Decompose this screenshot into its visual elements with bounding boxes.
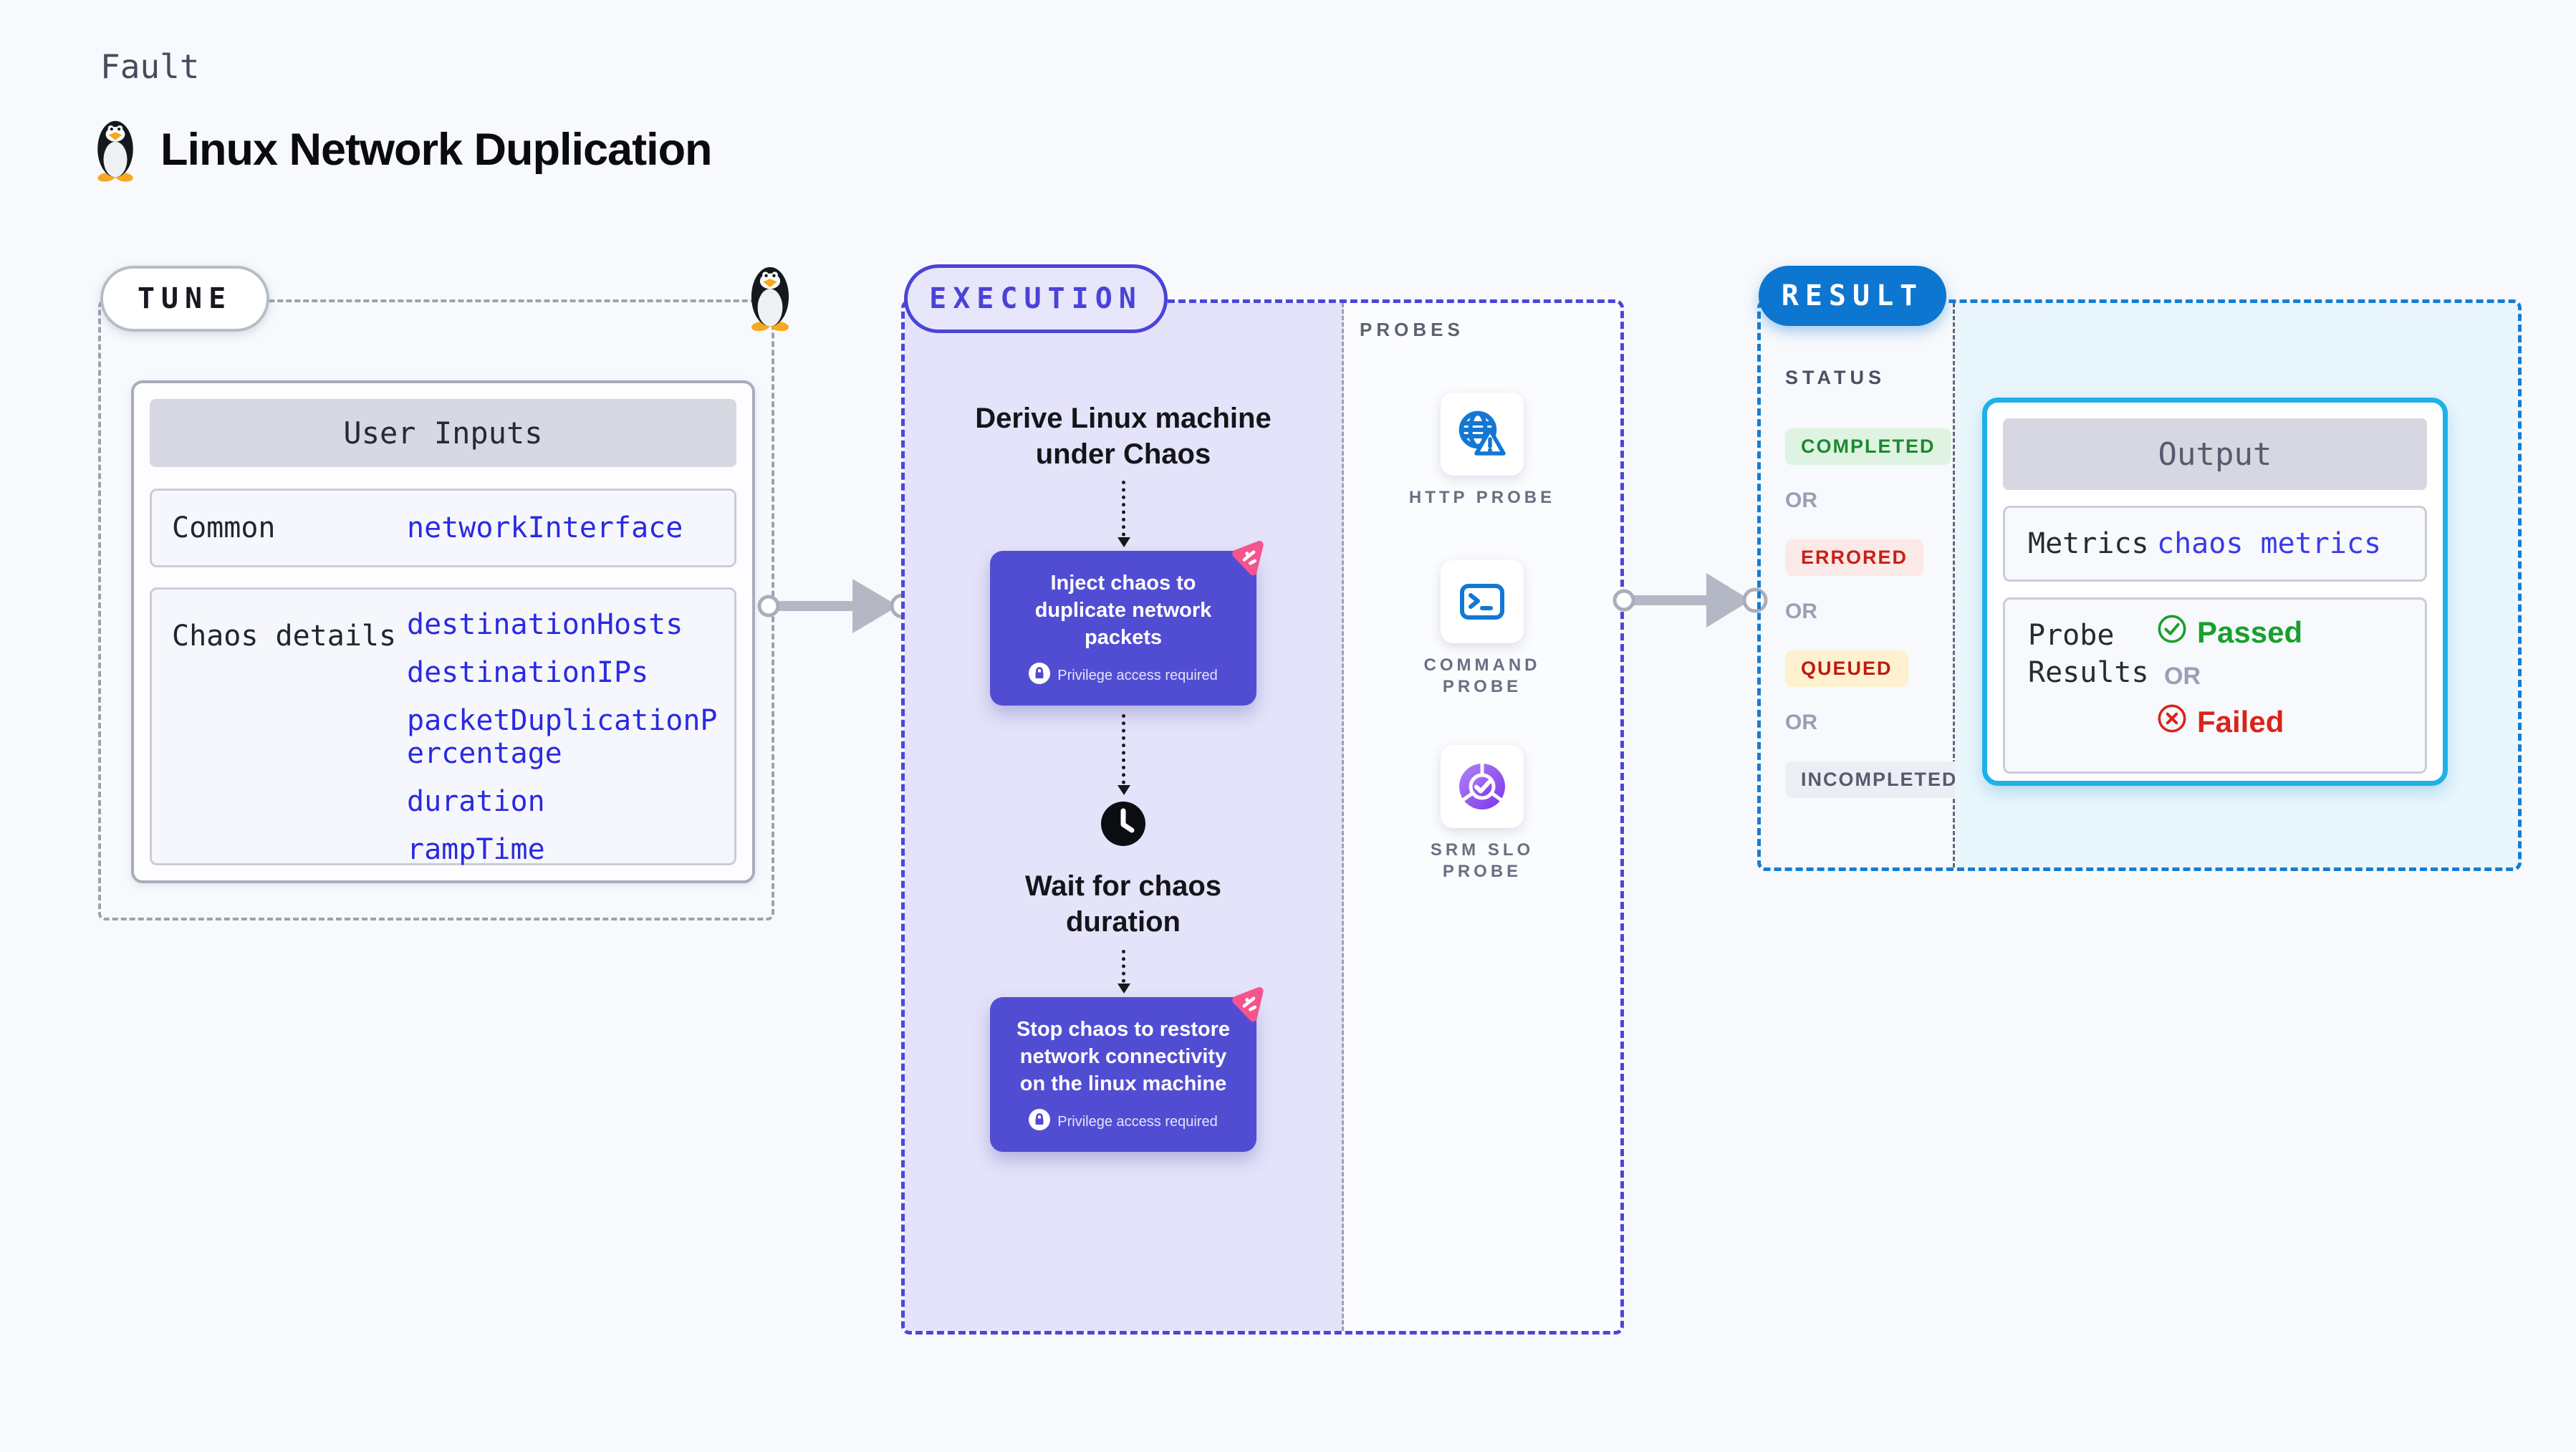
output-row-label: Probe Results xyxy=(2028,619,2149,689)
input-row-label: Common xyxy=(172,511,276,544)
probe-failed-line: Failed xyxy=(2157,703,2302,741)
input-value: destinationHosts xyxy=(407,608,683,641)
lock-icon xyxy=(1029,663,1051,688)
privilege-note: Privilege access required xyxy=(1057,1113,1218,1130)
or-separator: OR xyxy=(1785,711,1817,734)
or-separator: OR xyxy=(1785,489,1817,512)
tux-penguin-icon xyxy=(744,259,797,335)
probe-item-http: HTTP PROBE xyxy=(1396,393,1568,509)
execution-section-box: Derive Linux machine under Chaos Inject … xyxy=(901,299,1624,1335)
privilege-row: Privilege access required xyxy=(1010,1109,1236,1135)
output-row-probe-results: Probe Results Passed OR xyxy=(2003,597,2427,774)
flow-down-arrow xyxy=(1117,481,1130,547)
clock-icon xyxy=(1100,800,1147,851)
output-area: Output Metrics chaos metrics Probe Resul… xyxy=(1955,303,2518,867)
probe-list: HTTP PROBE COMMAND PROBE xyxy=(1344,393,1620,883)
output-row-label: Metrics xyxy=(2028,527,2149,560)
user-inputs-card: User Inputs Common networkInterface Chao… xyxy=(131,380,755,883)
fault-eyebrow: Fault xyxy=(100,47,200,86)
check-circle-icon xyxy=(2157,614,2187,651)
privilege-row: Privilege access required xyxy=(1010,663,1236,688)
status-badge-completed: COMPLETED xyxy=(1785,428,1951,465)
chaos-details-values: destinationHosts destinationIPs packetDu… xyxy=(407,590,734,881)
input-row-value: networkInterface xyxy=(407,511,683,544)
tux-penguin-icon xyxy=(92,112,139,187)
probe-passed-line: Passed xyxy=(2157,614,2302,651)
probe-label: HTTP PROBE xyxy=(1408,488,1556,507)
user-inputs-header: User Inputs xyxy=(150,399,736,467)
flow-arrow-execution-to-result xyxy=(1613,573,1768,628)
stop-chaos-title: Stop chaos to restore network connectivi… xyxy=(1016,1018,1231,1095)
page-title-row: Linux Network Duplication xyxy=(92,112,713,187)
status-badge-errored: ERRORED xyxy=(1785,539,1924,576)
execution-flow-panel: Derive Linux machine under Chaos Inject … xyxy=(905,303,1344,1331)
probes-title: PROBES xyxy=(1360,319,1464,340)
execution-section-badge: EXECUTION xyxy=(904,264,1168,333)
slo-check-icon xyxy=(1441,745,1524,828)
step-wait-label: Wait for chaos duration xyxy=(1024,870,1222,938)
output-row-value: chaos metrics xyxy=(2157,527,2382,560)
input-row-chaos-details: Chaos details destinationHosts destinati… xyxy=(150,587,736,866)
inject-chaos-step-card: Inject chaos to duplicate network packet… xyxy=(990,540,1264,706)
lock-icon xyxy=(1029,1109,1051,1135)
input-value: destinationIPs xyxy=(407,656,649,689)
status-badge-queued: QUEUED xyxy=(1785,650,1908,687)
result-section-badge: RESULT xyxy=(1759,266,1946,326)
probe-label: SRM SLO PROBE xyxy=(1430,840,1534,881)
input-value: rampTime xyxy=(407,833,545,866)
probe-item-srm-slo: SRM SLO PROBE xyxy=(1396,745,1568,883)
or-separator: OR xyxy=(1785,600,1817,623)
probe-passed-label: Passed xyxy=(2197,615,2303,649)
stop-chaos-step-card: Stop chaos to restore network connectivi… xyxy=(990,986,1264,1152)
input-value: duration xyxy=(407,785,545,818)
probe-label: COMMAND PROBE xyxy=(1423,655,1541,696)
chaos-logo-icon xyxy=(1227,536,1270,582)
output-card: Output Metrics chaos metrics Probe Resul… xyxy=(1982,398,2448,786)
flow-arrow-tune-to-execution xyxy=(757,579,915,633)
probe-item-command: COMMAND PROBE xyxy=(1396,560,1568,698)
inject-chaos-title: Inject chaos to duplicate network packet… xyxy=(1034,572,1212,649)
flow-down-arrow xyxy=(1117,714,1130,795)
tune-section-badge: TUNE xyxy=(100,266,269,332)
input-row-common: Common networkInterface xyxy=(150,489,736,567)
probe-result-values: Passed OR Failed xyxy=(2157,600,2302,741)
step-derive-label: Derive Linux machine under Chaos xyxy=(975,403,1272,470)
output-header: Output xyxy=(2003,418,2427,490)
flow-down-arrow xyxy=(1117,950,1130,994)
input-row-label: Chaos details xyxy=(172,620,397,653)
terminal-icon xyxy=(1441,560,1524,643)
probes-panel: PROBES HTTP PROBE xyxy=(1344,303,1620,1331)
privilege-note: Privilege access required xyxy=(1057,667,1218,683)
result-section-box: STATUS COMPLETED OR ERRORED OR QUEUED OR… xyxy=(1757,299,2522,871)
or-separator: OR xyxy=(2164,663,2201,690)
x-circle-icon xyxy=(2157,703,2187,741)
output-row-metrics: Metrics chaos metrics xyxy=(2003,506,2427,582)
status-badge-incompleted: INCOMPLETED xyxy=(1785,761,1974,798)
page-title: Linux Network Duplication xyxy=(160,124,713,175)
globe-alert-icon xyxy=(1441,393,1524,476)
input-value: packetDuplicationPercentage xyxy=(407,704,718,770)
status-column: STATUS COMPLETED OR ERRORED OR QUEUED OR… xyxy=(1761,303,1974,867)
probe-failed-label: Failed xyxy=(2197,705,2284,739)
chaos-logo-icon xyxy=(1227,982,1270,1028)
status-title: STATUS xyxy=(1785,367,1885,388)
